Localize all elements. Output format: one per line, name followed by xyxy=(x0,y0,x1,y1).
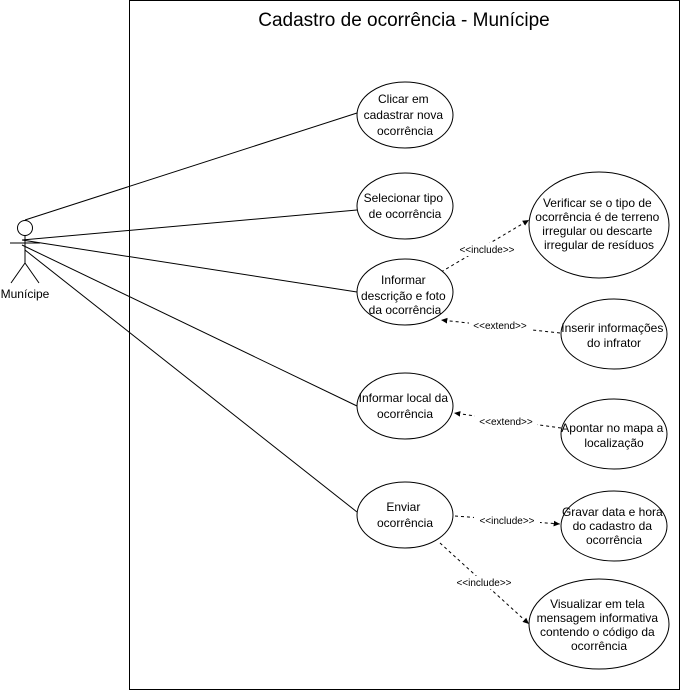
actor-label: Munícipe xyxy=(1,287,50,301)
label-include-gravar: <<include>> xyxy=(479,516,534,527)
use-case-verificar-tipo: Verificar se o tipo de ocorrência é de t… xyxy=(528,171,670,279)
use-case-clicar-cadastrar: Clicar em cadastrar nova ocorrência xyxy=(356,81,454,149)
association-informar-local xyxy=(21,244,358,407)
svg-text:Enviar ocorrência: Enviar ocorrência xyxy=(377,500,433,530)
label-include-verificar: <<include>> xyxy=(459,245,514,256)
label-extend-mapa: <<extend>> xyxy=(479,417,533,428)
use-case-informar-descricao: Informar descrição e foto da ocorrência xyxy=(356,258,454,326)
svg-text:Gravar data e hora do ca: Gravar data e hora do cadastro da ocorrê… xyxy=(562,505,666,547)
association-clicar xyxy=(24,112,358,221)
svg-text:Informar descrição e fot: Informar descrição e foto da ocorrência xyxy=(361,273,449,317)
use-case-visualizar-mensagem: Visualizar em tela mensagem informativa … xyxy=(528,578,670,670)
svg-text:Visualizar em tela mensa: Visualizar em tela mensagem informativa … xyxy=(537,597,662,653)
actor-associations xyxy=(21,112,358,513)
actor-head xyxy=(17,220,33,236)
svg-text:Inserir informações do i: Inserir informações do infrator xyxy=(561,321,666,350)
use-case-informar-local: Informar local da ocorrência xyxy=(356,372,454,440)
use-case-inserir-infrator: Inserir informações do infrator xyxy=(560,298,668,370)
use-case-apontar-mapa: Apontar no mapa a localização xyxy=(560,398,668,470)
svg-text:Apontar no mapa a locali: Apontar no mapa a localização xyxy=(561,421,666,450)
system-title: Cadastro de ocorrência - Munícipe xyxy=(258,10,549,31)
use-case-selecionar-tipo: Selecionar tipo de ocorrência xyxy=(356,172,454,240)
extend-infrator-line xyxy=(440,317,561,334)
use-case-gravar-data: Gravar data e hora do cadastro da ocorrê… xyxy=(560,490,668,562)
svg-text:Informar local da ocorrê: Informar local da ocorrência xyxy=(359,391,452,421)
use-case-enviar: Enviar ocorrência xyxy=(356,481,454,549)
association-enviar xyxy=(24,249,358,513)
include-verificar-line xyxy=(440,219,530,273)
relation-labels: <<include>> <<extend>> <<extend>> <<incl… xyxy=(451,243,540,589)
association-informar-descricao xyxy=(21,239,358,293)
label-extend-infrator: <<extend>> xyxy=(473,321,527,332)
svg-text:Clicar em cadastrar nova: Clicar em cadastrar nova ocorrência xyxy=(364,92,447,138)
svg-text:Verificar se o tipo de o: Verificar se o tipo de ocorrência é de t… xyxy=(535,196,662,252)
association-selecionar xyxy=(21,209,358,241)
label-include-visualizar: <<include>> xyxy=(456,578,511,589)
actor-municipe xyxy=(10,220,40,284)
svg-text:Selecionar tipo de ocorr: Selecionar tipo de ocorrência xyxy=(364,191,447,221)
